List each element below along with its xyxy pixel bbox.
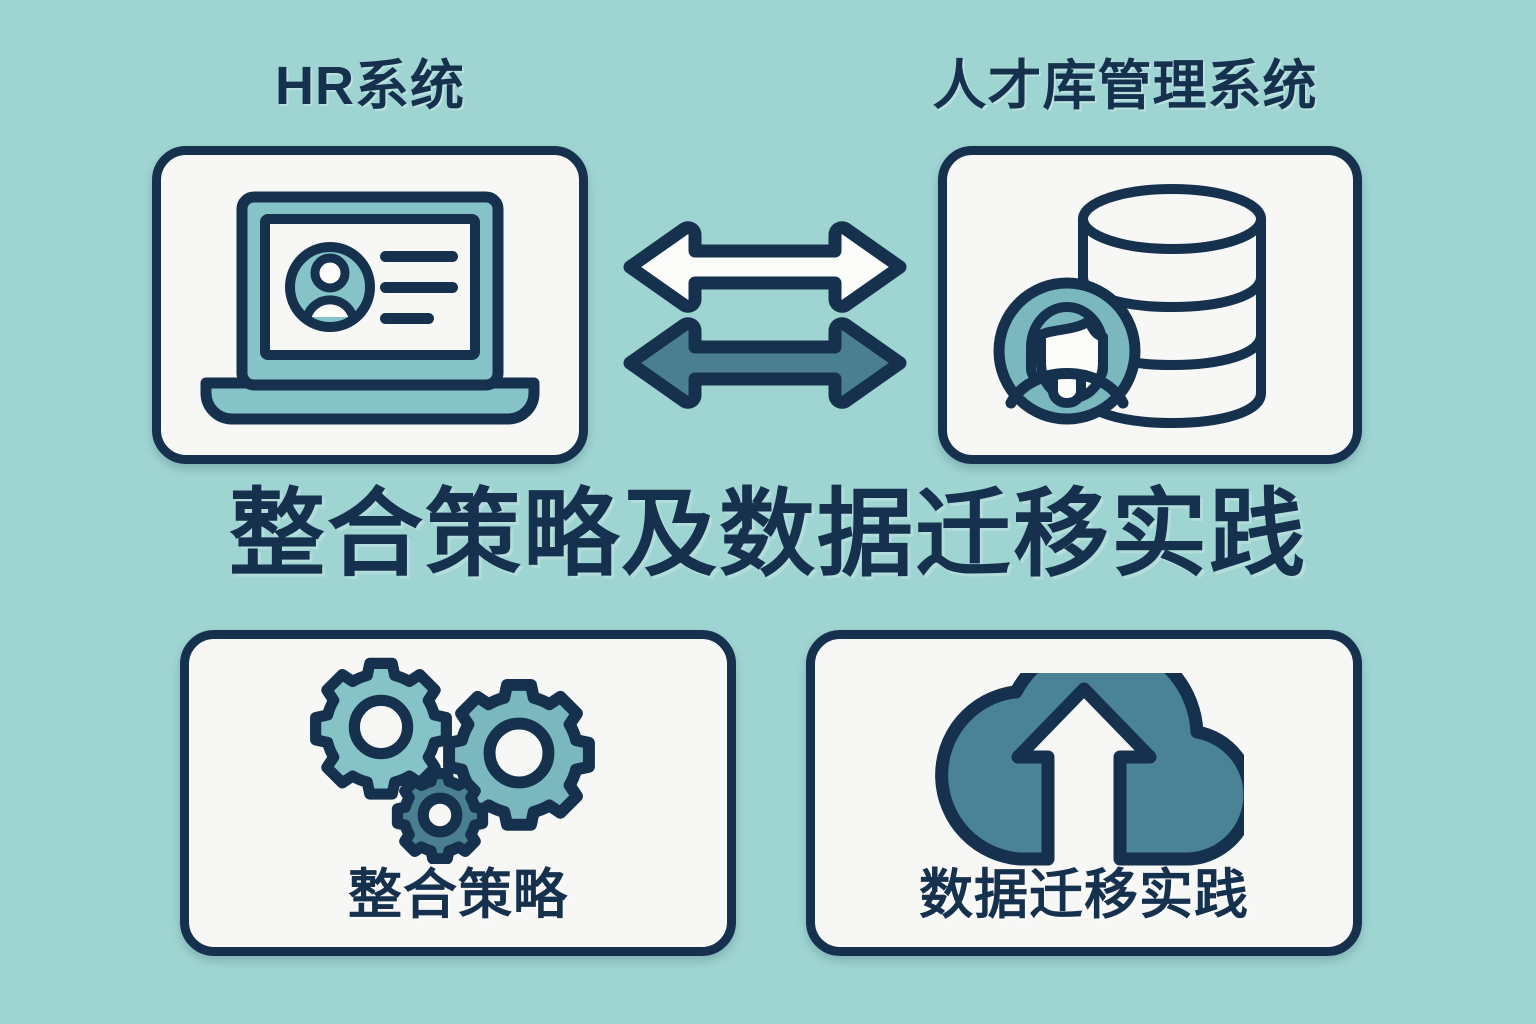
- cloud-shape: [935, 673, 1244, 866]
- cloud-upload-icon: [815, 673, 1353, 873]
- gear-large-right: [449, 685, 589, 825]
- laptop-user-profile-icon: [161, 183, 579, 443]
- data-migration-caption: 数据迁移实践: [919, 865, 1249, 925]
- integration-strategy-card[interactable]: 整合策略: [180, 630, 736, 956]
- hr-system-card[interactable]: [152, 146, 588, 464]
- talent-pool-system-label: 人才库管理系统: [932, 56, 1318, 116]
- gear-small-center: [397, 774, 482, 859]
- database-user-icon: [947, 175, 1353, 445]
- gear-large-left: [316, 663, 447, 794]
- talent-pool-system-card[interactable]: [938, 146, 1362, 464]
- page-title: 整合策略及数据迁移实践: [229, 481, 1307, 588]
- hr-system-label: HR系统: [275, 56, 465, 116]
- gears-icon: [189, 649, 727, 864]
- data-migration-card[interactable]: 数据迁移实践: [806, 630, 1362, 956]
- sync-arrow-top: [623, 221, 907, 313]
- bidirectional-arrows: [620, 215, 910, 415]
- sync-arrow-bottom: [623, 317, 907, 409]
- integration-strategy-caption: 整合策略: [348, 865, 568, 925]
